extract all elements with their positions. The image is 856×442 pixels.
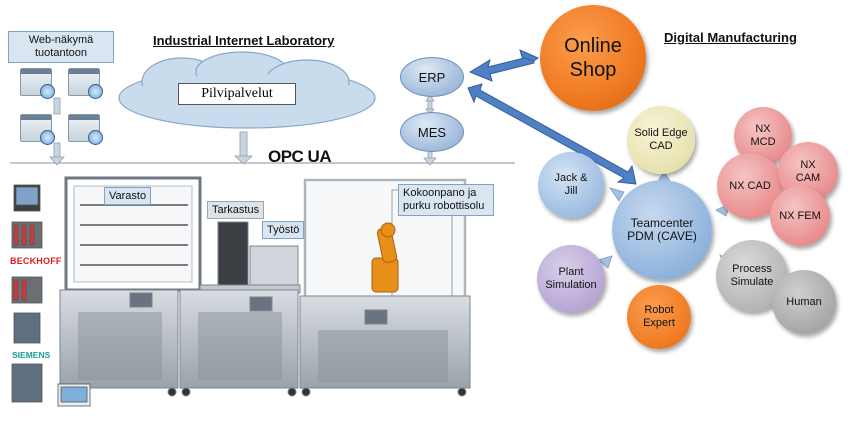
- browser-window-icon: [20, 68, 55, 99]
- teamcenter-node: Teamcenter PDM (CAVE): [612, 180, 712, 280]
- erp-node: ERP: [400, 57, 464, 97]
- browser-window-icon: [20, 114, 55, 145]
- station-label-varasto: Varasto: [104, 187, 152, 205]
- down-arrow-web: [49, 97, 65, 166]
- plant-simulation-node: Plant Simulation: [537, 245, 605, 313]
- opc-ua-logo: OPC UA: [268, 147, 332, 166]
- globe-icon: [40, 84, 55, 99]
- station-label-tarkastus: Tarkastus: [207, 201, 265, 219]
- station-label-tyosto: Työstö: [262, 221, 305, 239]
- plc-devices: [11, 184, 91, 407]
- browser-window-icon: [68, 68, 103, 99]
- jack-jill-node: Jack & Jill: [538, 152, 604, 218]
- digital-manufacturing-title: Digital Manufacturing: [664, 30, 797, 45]
- cloud-services-label: Pilvipalvelut: [178, 83, 296, 105]
- mes-node: MES: [400, 112, 464, 152]
- browser-window-icon: [68, 114, 103, 145]
- factory-line: [59, 176, 471, 397]
- globe-icon: [40, 130, 55, 145]
- siemens-logo: SIEMENS: [12, 350, 51, 360]
- nx-fem-node: NX FEM: [770, 186, 830, 246]
- erp-teamcenter-arrow: [467, 83, 637, 185]
- down-arrow-cloud: [233, 131, 254, 165]
- lab-title: Industrial Internet Laboratory: [153, 33, 335, 48]
- globe-icon: [88, 84, 103, 99]
- station-label-kokoonpano: Kokoonpano ja purku robottisolu: [398, 184, 494, 216]
- online-shop-node: Online Shop: [540, 5, 646, 111]
- web-view-label: Web-näkymä tuotantoon: [8, 31, 114, 63]
- robot-expert-node: Robot Expert: [627, 285, 691, 349]
- human-node: Human: [772, 270, 836, 334]
- beckhoff-logo: BECKHOFF: [10, 256, 62, 266]
- globe-icon: [88, 130, 103, 145]
- solid-edge-node: Solid Edge CAD: [627, 106, 695, 174]
- erp-mes-connector: [423, 94, 437, 166]
- erp-online-shop-arrow: [468, 49, 539, 82]
